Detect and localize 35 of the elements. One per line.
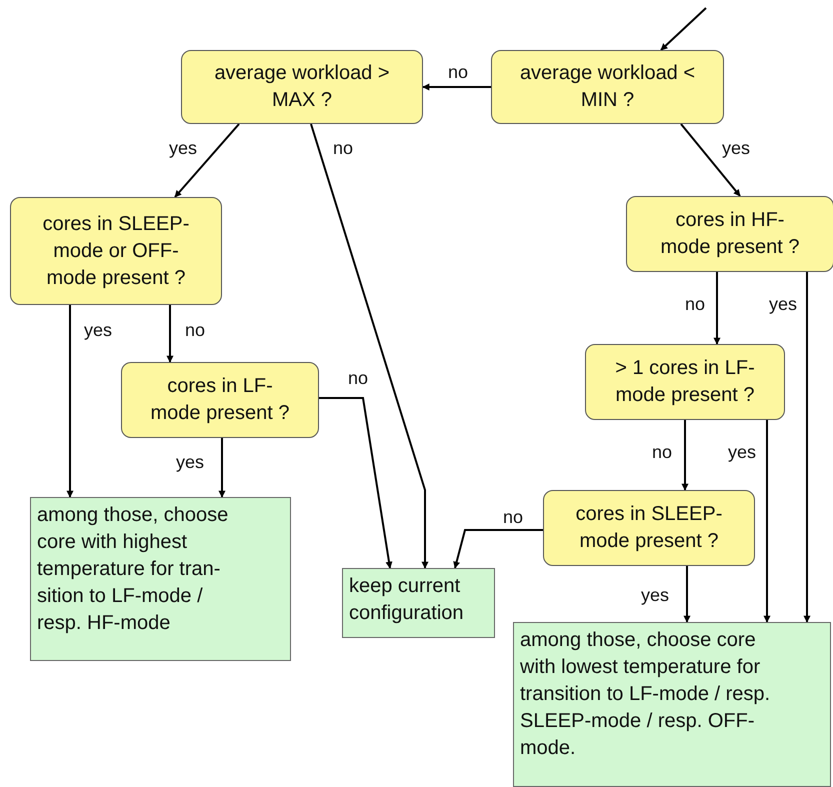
- decision-box: [181, 50, 423, 124]
- decision-box: [543, 490, 755, 566]
- arrow: [422, 84, 491, 90]
- decision-box: [121, 362, 319, 438]
- decision-box: [585, 344, 785, 420]
- arrow: [166, 305, 174, 363]
- decision-box: [626, 196, 833, 272]
- decision-box: [491, 50, 724, 124]
- action-text: among those, choose core with lowest temperature for transition to LF-mode / resp. SLEEP-mode / resp. OFF-mode.: [520, 628, 772, 761]
- arrow: [680, 123, 741, 197]
- arrow: [714, 272, 720, 345]
- arrow: [682, 420, 688, 491]
- arrow: [319, 397, 392, 569]
- action-text: keep current configuration: [349, 574, 465, 626]
- decision-box: [10, 197, 222, 305]
- decision-text: > 1 cores in LF-mode present ?: [614, 356, 756, 408]
- arrow: [310, 124, 428, 569]
- arrow: [218, 438, 226, 498]
- arrow: [764, 420, 770, 623]
- decision-text: cores in LF-mode present ?: [150, 374, 290, 426]
- arrow: [453, 529, 543, 569]
- arrow: [660, 7, 707, 51]
- arrow: [684, 566, 690, 623]
- arrow: [66, 305, 74, 498]
- decision-text: cores in HF-mode present ?: [660, 208, 800, 260]
- action-box: [342, 568, 495, 638]
- arrow: [804, 272, 810, 623]
- decision-text: cores in SLEEP-mode present ?: [574, 502, 724, 554]
- decision-text: average workload < MIN ?: [518, 61, 696, 113]
- decision-text: cores in SLEEP-mode or OFF-mode present ?: [42, 212, 190, 290]
- decision-text: average workload > MAX ?: [213, 61, 391, 113]
- action-box: [30, 497, 291, 661]
- arrow: [174, 123, 240, 198]
- action-box: [513, 622, 831, 787]
- action-text: among those, choose core with highest temperature for tran-sition to LF-mode / resp. HF-mode: [37, 503, 230, 636]
